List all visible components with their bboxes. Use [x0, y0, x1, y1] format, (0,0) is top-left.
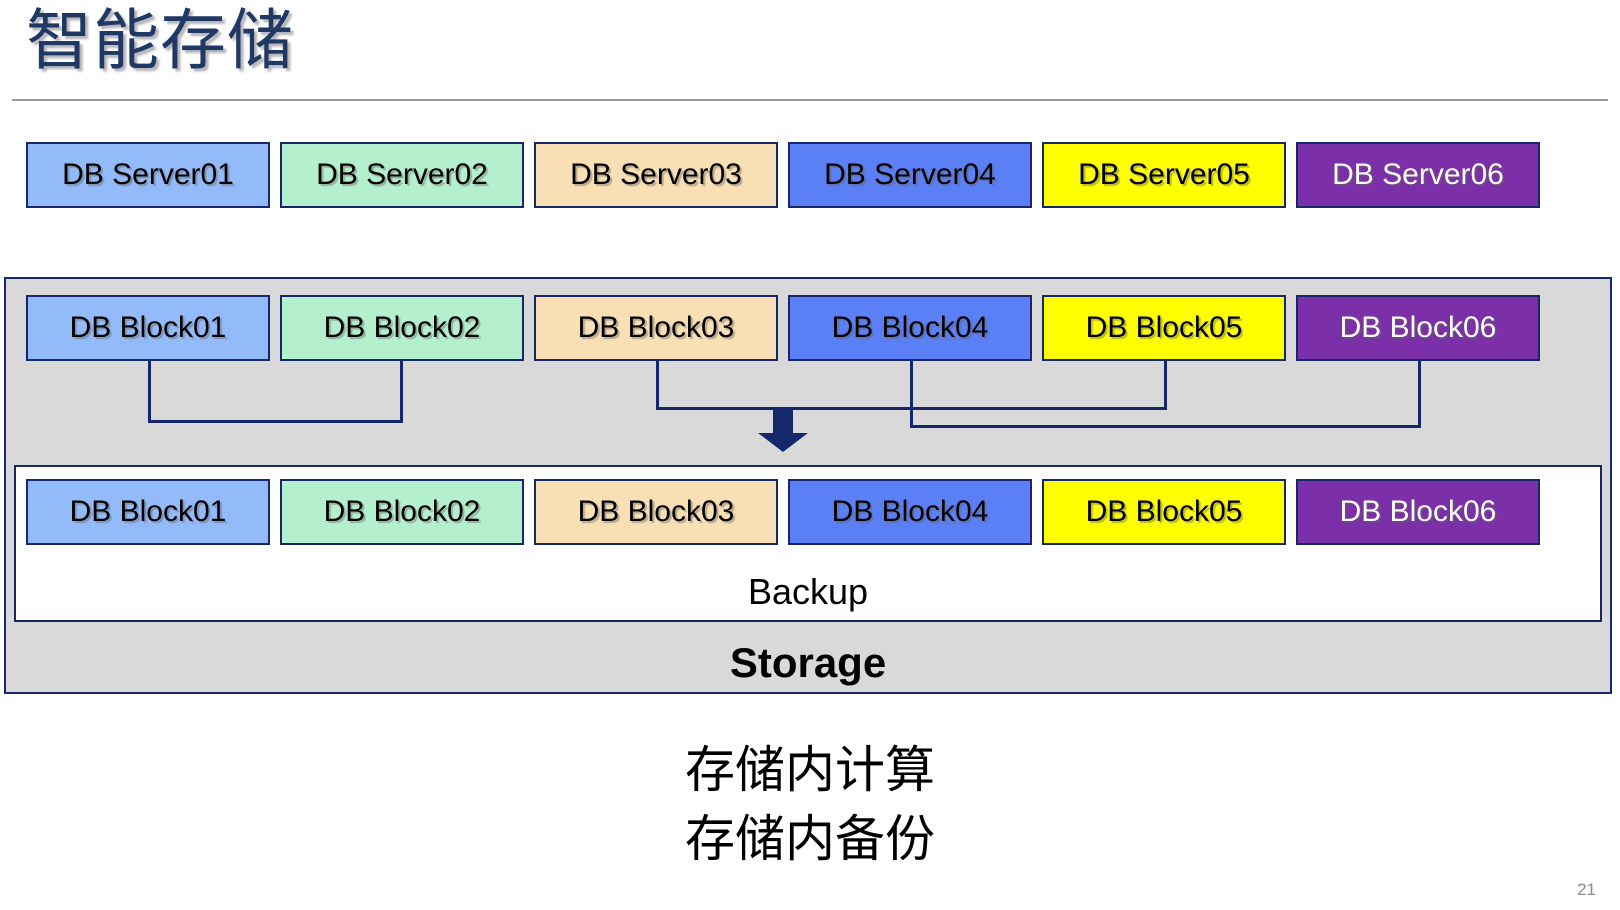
footer-line-1: 存储内计算 — [685, 742, 935, 798]
db-block-primary-4[interactable]: DB Block04 — [788, 295, 1032, 361]
connector-block03-block05-leg-2 — [1164, 361, 1167, 410]
db-server-label: DB Server04 — [824, 158, 996, 191]
db-block-backup-6[interactable]: DB Block06 — [1296, 479, 1540, 545]
db-server-label: DB Server05 — [1078, 158, 1250, 191]
db-block-backup-4[interactable]: DB Block04 — [788, 479, 1032, 545]
db-block-primary-6[interactable]: DB Block06 — [1296, 295, 1540, 361]
db-block-primary-1[interactable]: DB Block01 — [26, 295, 270, 361]
db-block-backup-label: DB Block03 — [577, 495, 735, 528]
db-block-primary-label: DB Block03 — [577, 311, 735, 344]
db-block-backup-label: DB Block06 — [1339, 495, 1497, 528]
db-block-backup-2[interactable]: DB Block02 — [280, 479, 524, 545]
storage-label: Storage — [729, 638, 887, 686]
db-server-1[interactable]: DB Server01 — [26, 142, 270, 208]
db-block-primary-label: DB Block02 — [323, 311, 481, 344]
db-block-backup-label: DB Block01 — [69, 495, 227, 528]
down-arrow-icon — [757, 409, 809, 453]
db-block-backup-label: DB Block04 — [831, 495, 989, 528]
db-block-primary-5[interactable]: DB Block05 — [1042, 295, 1286, 361]
db-server-label: DB Server06 — [1332, 158, 1504, 191]
db-block-primary-label: DB Block06 — [1339, 311, 1497, 344]
connector-block03-block05-leg-1 — [656, 361, 659, 410]
connector-block01-block02-bracket — [148, 420, 403, 423]
db-block-backup-label: DB Block05 — [1085, 495, 1243, 528]
connector-block01-block02-leg-2 — [400, 361, 403, 423]
connector-block04-block06-leg-2 — [1418, 361, 1421, 428]
db-server-label: DB Server03 — [570, 158, 742, 191]
connector-block04-block06-leg-1 — [910, 361, 913, 428]
db-block-primary-3[interactable]: DB Block03 — [534, 295, 778, 361]
db-server-label: DB Server01 — [62, 158, 234, 191]
connector-block04-block06-bracket — [910, 425, 1421, 428]
footer-note: 存储内计算存储内备份 — [0, 736, 1620, 874]
db-block-backup-label: DB Block02 — [323, 495, 481, 528]
db-block-primary-label: DB Block05 — [1085, 311, 1243, 344]
db-block-backup-1[interactable]: DB Block01 — [26, 479, 270, 545]
db-server-2[interactable]: DB Server02 — [280, 142, 524, 208]
db-block-primary-label: DB Block04 — [831, 311, 989, 344]
db-server-4[interactable]: DB Server04 — [788, 142, 1032, 208]
connector-block01-block02-leg-1 — [148, 361, 151, 423]
footer-line-2: 存储内备份 — [685, 811, 935, 867]
db-block-primary-2[interactable]: DB Block02 — [280, 295, 524, 361]
page-number: 21 — [1577, 880, 1596, 899]
db-block-primary-label: DB Block01 — [69, 311, 227, 344]
page-title: 智能存储 — [26, 3, 294, 77]
db-server-5[interactable]: DB Server05 — [1042, 142, 1286, 208]
db-server-6[interactable]: DB Server06 — [1296, 142, 1540, 208]
backup-label: Backup — [747, 571, 869, 613]
db-server-3[interactable]: DB Server03 — [534, 142, 778, 208]
db-server-label: DB Server02 — [316, 158, 488, 191]
db-block-backup-5[interactable]: DB Block05 — [1042, 479, 1286, 545]
db-block-backup-3[interactable]: DB Block03 — [534, 479, 778, 545]
title-divider — [12, 99, 1608, 101]
